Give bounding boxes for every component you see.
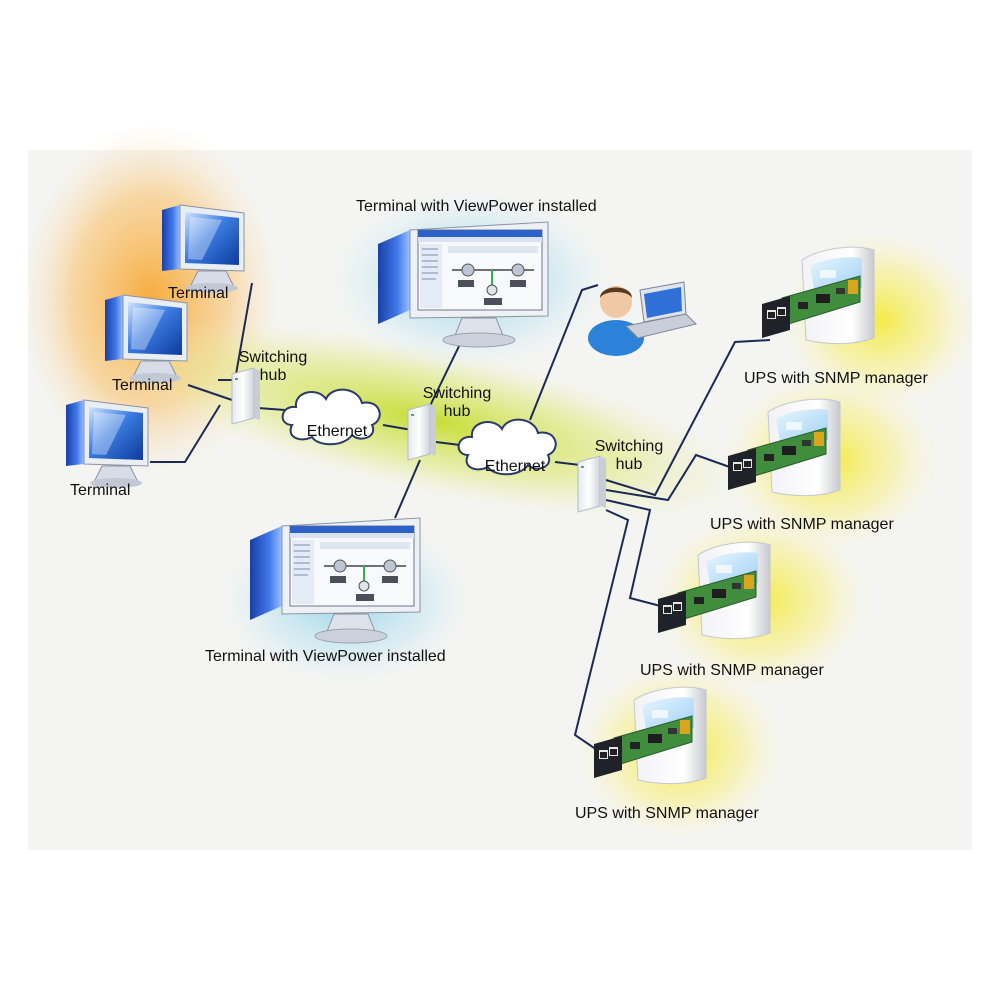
- switching-hub-1-label: Switching hub: [238, 349, 308, 385]
- ups-1-label: UPS with SNMP manager: [744, 370, 928, 387]
- switching-hub-2-label-line1: Switching: [422, 385, 492, 402]
- cable-ups-2: [605, 453, 739, 502]
- switching-hub-1-label-line2: hub: [259, 367, 287, 384]
- terminal-1-label: Terminal: [168, 285, 229, 302]
- cable-person: [529, 284, 599, 421]
- ups-4-label: UPS with SNMP manager: [575, 805, 759, 822]
- cable-terminal-2: [187, 384, 233, 401]
- cable-ups-3: [605, 499, 669, 609]
- viewpower-terminal-top-label: Terminal with ViewPower installed: [356, 198, 597, 215]
- cable-cloud1-hub2: [382, 424, 413, 431]
- cable-ups-4: [573, 509, 630, 753]
- cable-hub2-viewpower-top: [426, 339, 463, 413]
- switching-hub-1-label-line1: Switching: [238, 349, 308, 366]
- switching-hub-2-label: Switching hub: [414, 385, 500, 421]
- ups-3-label: UPS with SNMP manager: [640, 662, 824, 679]
- cable-hub1-cloud1: [257, 407, 286, 411]
- cable-ups-1: [605, 339, 771, 497]
- switching-hub-3-label: Switching hub: [584, 438, 674, 474]
- ups-2-label: UPS with SNMP manager: [710, 516, 894, 533]
- cable-hub2-cloud2: [435, 441, 461, 446]
- cable-terminal-3: [150, 404, 221, 463]
- ethernet-cloud-1-label: Ethernet: [306, 423, 368, 440]
- cable-cloud2-hub3: [554, 461, 581, 466]
- cable-hub2-viewpower-bottom: [394, 459, 421, 519]
- switching-hub-3-label-line1: Switching: [594, 438, 664, 455]
- terminal-3-label: Terminal: [70, 482, 131, 499]
- cable-layer: [150, 282, 771, 753]
- switching-hub-3-label-line2: hub: [615, 456, 643, 473]
- switching-hub-2-label-line2: hub: [443, 403, 471, 420]
- viewpower-terminal-bottom-label: Terminal with ViewPower installed: [205, 648, 446, 665]
- terminal-2-label: Terminal: [112, 377, 173, 394]
- ethernet-cloud-2-label: Ethernet: [484, 458, 546, 475]
